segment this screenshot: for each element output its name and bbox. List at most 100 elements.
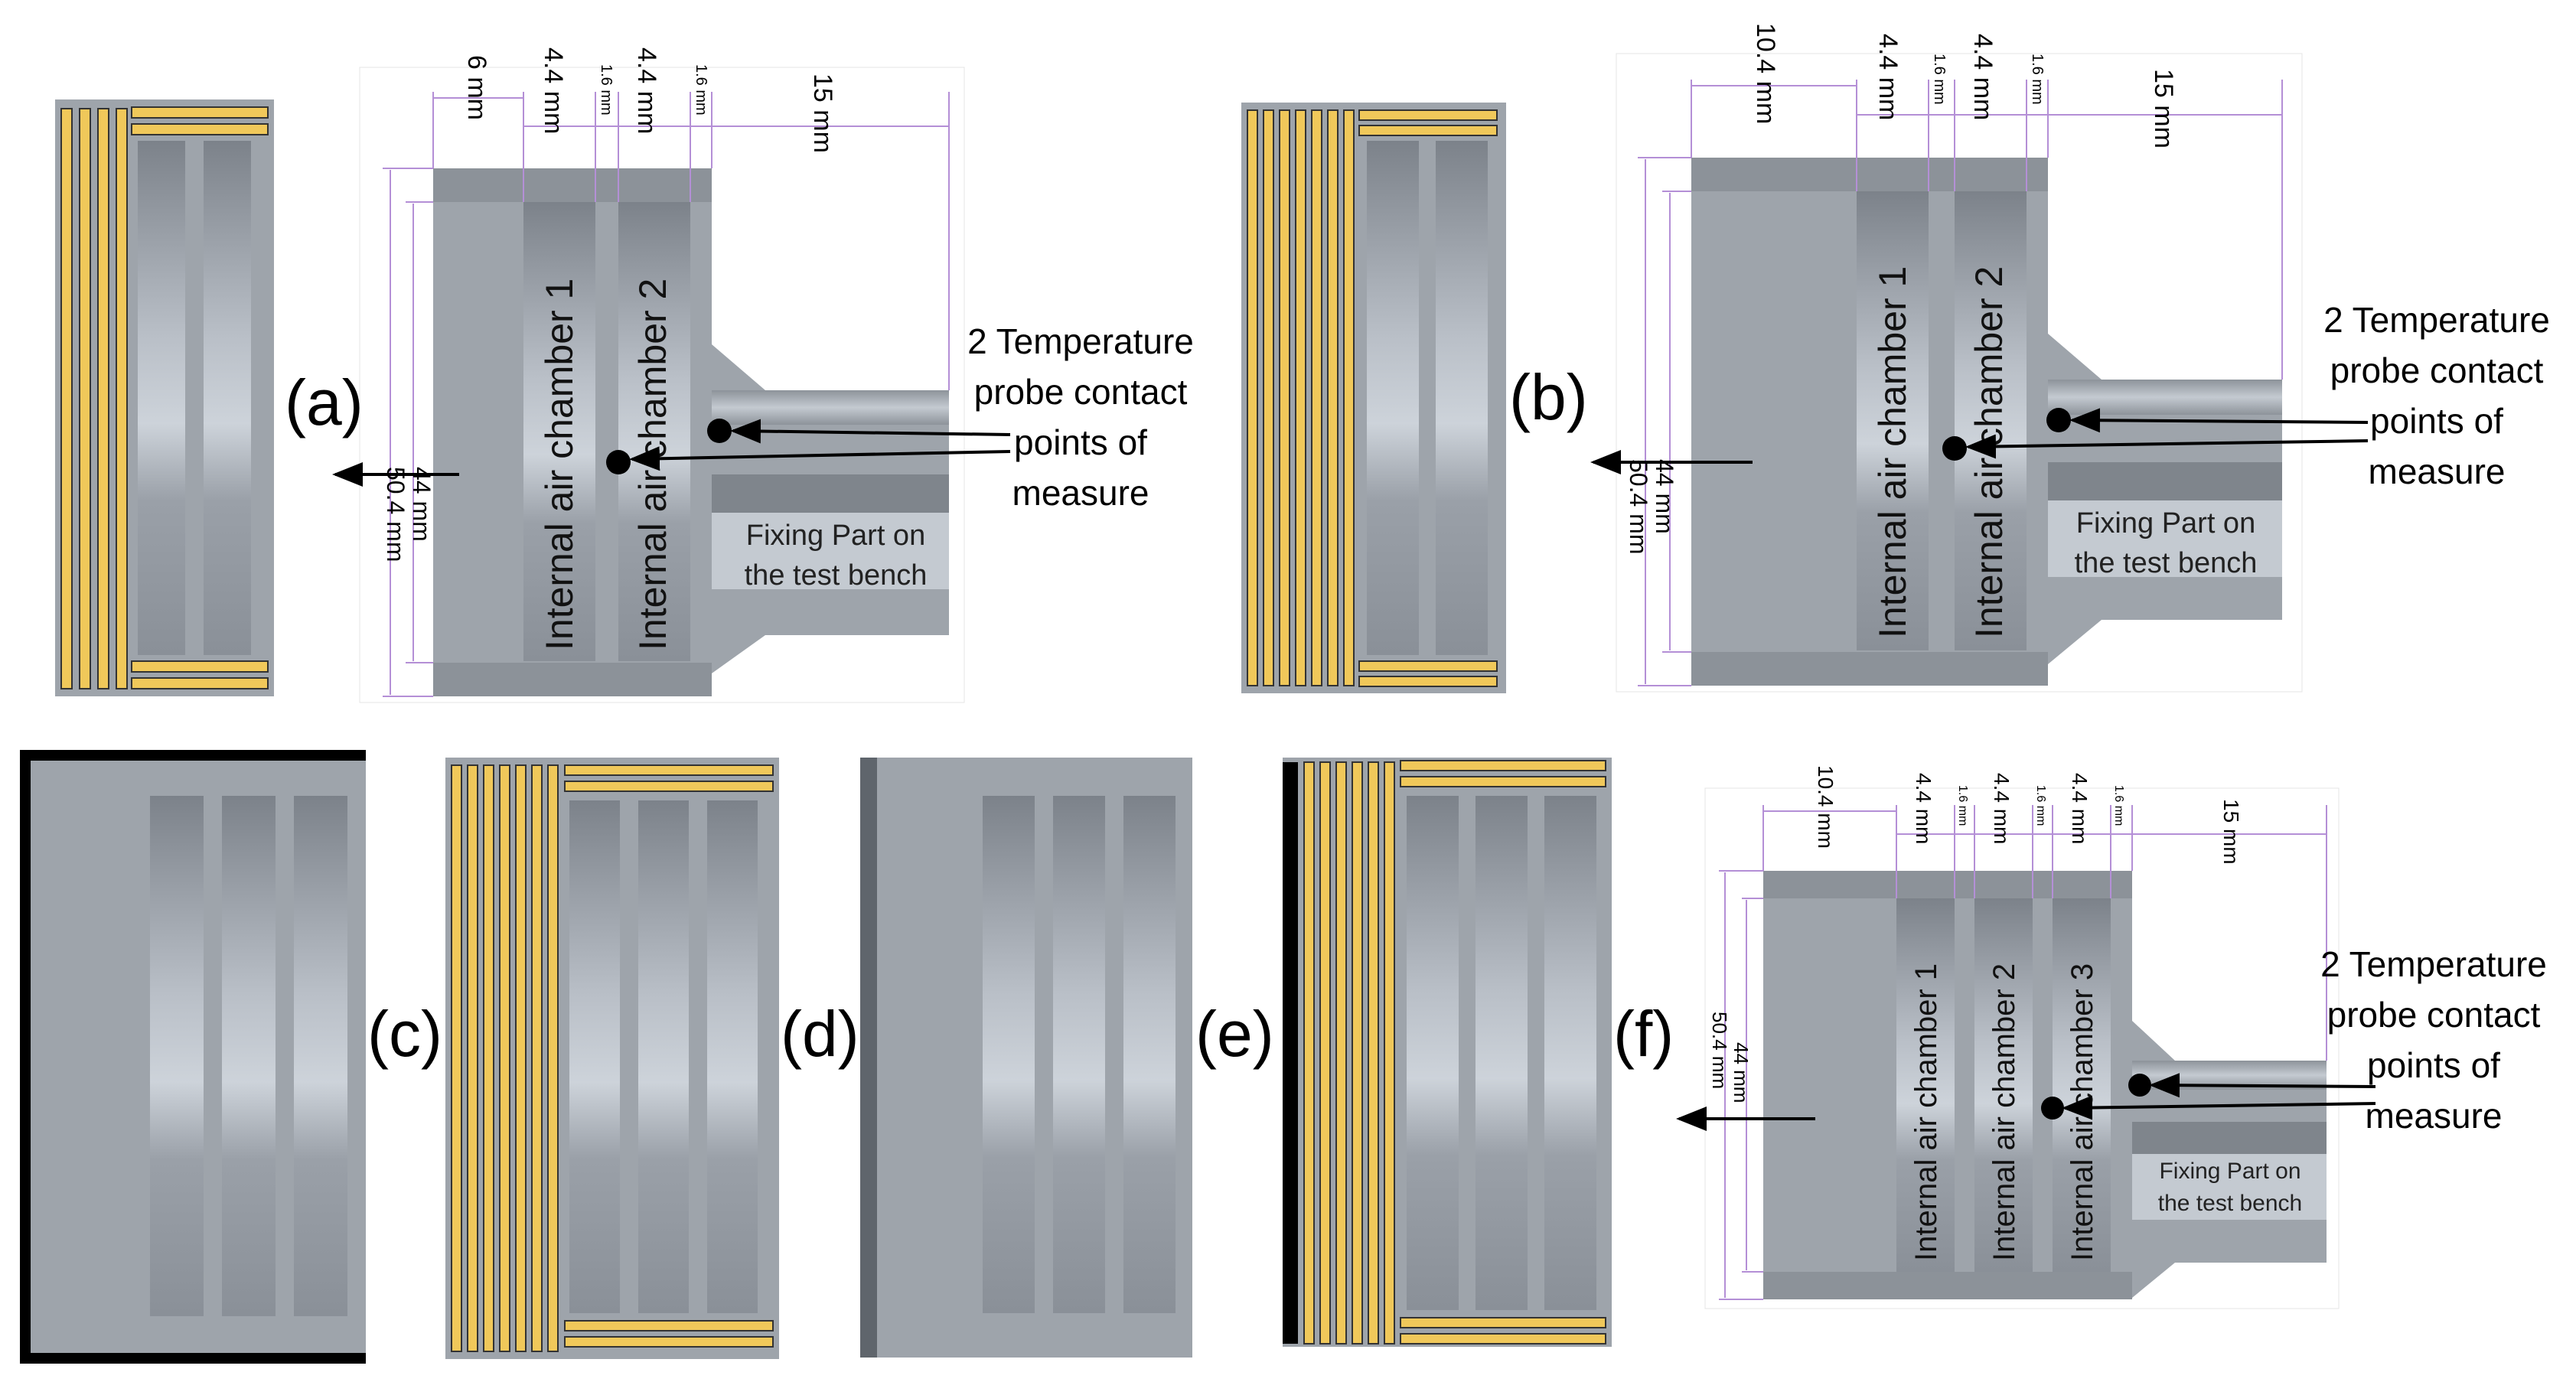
panel-f-annotation: 2 Temperature probe contact points of me… <box>2320 944 2547 1136</box>
svg-text:probe contact: probe contact <box>2327 995 2541 1035</box>
panel-d-chamber-1 <box>569 800 620 1313</box>
panel-f-chamber-3 <box>1544 796 1596 1310</box>
svg-text:probe contact: probe contact <box>974 372 1188 412</box>
panel-a-chamber-1 <box>138 141 185 655</box>
panel-e-chamber-3 <box>1123 796 1176 1313</box>
panel-f-dim-chamber1: 4.4 mm <box>1912 773 1935 844</box>
panel-b-chamber-1 <box>1367 141 1419 655</box>
panel-c-top-layer <box>20 750 366 761</box>
panel-f-dim-gap3: 1.6 mm <box>2112 785 2125 826</box>
panel-b-label: (b) <box>1509 361 1588 433</box>
panel-a-probe-arrow-1 <box>730 419 1011 444</box>
panel-e-side-layer <box>860 758 877 1358</box>
panel-e-label: (e) <box>1195 998 1274 1070</box>
panel-b-dim-outer: 50.4 mm <box>1625 459 1652 554</box>
panel-a-probe-point-2 <box>606 450 631 474</box>
panel-a-dim-gap1: 1.6 mm <box>598 64 615 116</box>
panel-f-dim-chamber2: 4.4 mm <box>1990 773 2014 844</box>
panel-b-probe-point-1 <box>2046 408 2071 432</box>
panel-b-annotation: 2 Temperature probe contact points of me… <box>2323 300 2550 491</box>
panel-f-dim-gap1: 1.6 mm <box>1956 785 1969 826</box>
panel-f-chamber-2-label: Internal air chamber 2 <box>1987 963 2021 1261</box>
panel-b-dim-gap1: 1.6 mm <box>1931 54 1948 105</box>
panel-b-gold-stripes <box>1247 109 1498 687</box>
panel-c-chamber-3 <box>294 796 347 1316</box>
panel-c-bottom-layer <box>20 1353 366 1364</box>
panel-d-cross-section <box>445 758 779 1359</box>
panel-a-dim-lines <box>383 92 950 697</box>
panel-f-dim-inner: 44 mm <box>1730 1042 1753 1103</box>
panel-b-chamber-2-label: Internal air chamber 2 <box>1968 266 2010 638</box>
panel-f-dim-chamber3: 4.4 mm <box>2068 773 2092 844</box>
panel-b-chamber-1-label: Internal air chamber 1 <box>1871 266 1914 638</box>
panel-b-dim-chamber1: 4.4 mm <box>1873 34 1903 120</box>
panel-a-dim-left: 6 mm <box>462 55 491 120</box>
panel-a-drawing: Internal air chamber 1 Internal air cham… <box>332 47 1011 703</box>
panel-b-chamber-2-drawing <box>1955 191 2027 650</box>
panel-b-dim-gap2: 1.6 mm <box>2029 54 2046 105</box>
svg-text:measure: measure <box>1012 473 1149 513</box>
panel-f-fixing-line2: the test bench <box>2158 1191 2302 1216</box>
panel-d-chamber-2 <box>638 800 689 1313</box>
panel-c-label: (c) <box>367 998 442 1070</box>
panel-b-dim-chamber2: 4.4 mm <box>1968 34 1997 120</box>
panel-c-chamber-2 <box>222 796 276 1316</box>
panel-a-dim-chamber2: 4.4 mm <box>632 47 661 134</box>
panel-b-fixing-part <box>2048 500 2282 577</box>
svg-text:2 Temperature: 2 Temperature <box>2323 300 2550 340</box>
panel-a-chamber-1-label: Internal air chamber 1 <box>538 279 581 650</box>
panel-b-fixing-line1: Fixing Part on <box>2076 507 2255 539</box>
panel-b-dim-inner: 44 mm <box>1651 459 1678 534</box>
panel-a-probe-tube <box>712 390 949 425</box>
svg-text:probe contact: probe contact <box>2330 350 2544 390</box>
panel-f-dim-gap2: 1.6 mm <box>2034 785 2047 826</box>
panel-a-dim-gap2: 1.6 mm <box>693 64 709 116</box>
panel-c-cross-section <box>20 750 366 1364</box>
panel-a-annotation: 2 Temperature probe contact points of me… <box>967 321 1194 513</box>
panel-a-fixing-line1: Fixing Part on <box>746 520 925 552</box>
panel-b-cross-section <box>1241 103 1506 693</box>
panel-a-chamber-2-label: Internal air chamber 2 <box>631 279 674 650</box>
panel-a-gold-stripes <box>60 106 269 689</box>
panel-e-chamber-1 <box>983 796 1035 1313</box>
panel-f-chamber-3-label: Internal air chamber 3 <box>2066 963 2099 1261</box>
panel-a-dim-right: 15 mm <box>808 73 837 153</box>
panel-f-black-layer <box>1283 762 1298 1344</box>
panel-b-fixing-line2: the test bench <box>2075 547 2258 579</box>
svg-text:points of: points of <box>2367 1045 2500 1085</box>
panel-e-chamber-2 <box>1053 796 1105 1313</box>
panel-c-side-layer <box>20 750 31 1364</box>
svg-text:measure: measure <box>2366 1096 2503 1136</box>
panel-f-probe-point-1 <box>2128 1074 2151 1097</box>
panel-f-dim-right: 15 mm <box>2219 799 2243 865</box>
panel-f-gold-stripes <box>1303 760 1606 1345</box>
panel-f-chamber-2 <box>1475 796 1528 1310</box>
panel-b-dim-lines <box>1638 80 2283 686</box>
panel-a-chamber-2 <box>204 141 251 655</box>
panel-b-probe-tube <box>2048 380 2282 415</box>
panel-f-chamber-2-drawing <box>1974 898 2033 1272</box>
panel-b-dim-left: 10.4 mm <box>1751 23 1780 124</box>
panel-f-dim-left: 10.4 mm <box>1814 765 1837 849</box>
panel-b-dim-right: 15 mm <box>2149 69 2178 148</box>
panel-a-dim-inner: 44 mm <box>408 467 435 542</box>
panel-f-fixing-line1: Fixing Part on <box>2159 1159 2300 1184</box>
panel-d-label: (d) <box>781 998 859 1070</box>
panel-a-probe-arrow-2 <box>629 446 1011 471</box>
panel-b-drawing: Internal air chamber 1 Internal air cham… <box>1590 23 2369 693</box>
panel-f-fixing-part <box>2132 1154 2327 1220</box>
panel-f-drawing: Internal air chamber 1 Internal air cham… <box>1676 765 2376 1309</box>
panel-f-chamber-3-drawing <box>2053 898 2111 1272</box>
panel-b-probe-point-2 <box>1942 436 1967 461</box>
panel-f-label: (f) <box>1613 998 1674 1070</box>
panel-a-label: (a) <box>285 367 364 438</box>
svg-text:points of: points of <box>2370 401 2503 441</box>
panel-a-dim-outer: 50.4 mm <box>382 467 409 562</box>
panel-f-cross-section <box>1283 758 1612 1347</box>
panel-f-chamber-1 <box>1407 796 1459 1310</box>
panel-a-chamber-1-drawing <box>523 202 595 661</box>
panel-d-gold-stripes <box>451 764 774 1352</box>
panel-b-chamber-2 <box>1436 141 1488 655</box>
panel-f-dim-outer: 50.4 mm <box>1708 1012 1731 1089</box>
